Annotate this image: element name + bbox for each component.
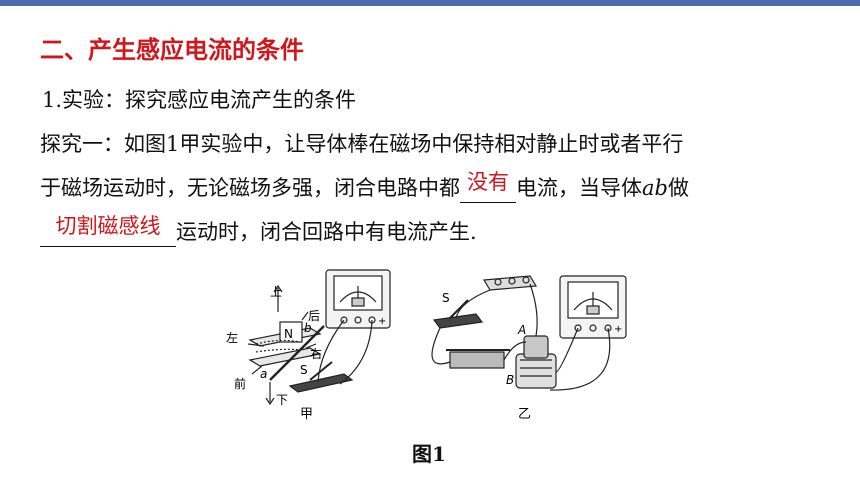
text-segment: 于磁场运动时，无论磁场多强，闭合电路中都: [40, 176, 460, 200]
figure-1-drawing: 上 下 左 右 后 前 N S a b + 甲: [226, 269, 627, 422]
section-heading: 二、产生感应电流的条件: [40, 36, 304, 64]
yi-caption: 乙: [518, 407, 531, 422]
yi-switch-label: S: [442, 291, 450, 305]
yi-plus-label: +: [614, 324, 622, 335]
text-segment: 电流，当导体: [516, 176, 642, 200]
figure-caption: 图1: [412, 442, 446, 466]
fill-blank-2: 切割磁感线: [40, 214, 176, 247]
experiment-title: 1.实验：探究感应电流产生的条件: [42, 88, 357, 112]
figure-jia: [247, 269, 391, 406]
jia-front-label: 前: [234, 376, 246, 391]
yi-coil-b-label: B: [506, 373, 514, 387]
figure-1: 上 下 左 右 后 前 N S a b + 甲: [220, 262, 640, 432]
jia-north-label: N: [284, 327, 293, 341]
jia-caption: 甲: [300, 407, 313, 422]
figure-yi: [431, 275, 627, 391]
paragraph-line-2: 于磁场运动时，无论磁场多强，闭合电路中都没有电流，当导体ab做: [40, 170, 689, 203]
jia-right-label: 右: [310, 346, 322, 361]
jia-down-label: 下: [276, 393, 288, 407]
jia-b-label: b: [304, 321, 312, 335]
yi-coil-a-label: A: [517, 323, 526, 337]
blank-2-answer: 切割磁感线: [55, 214, 161, 238]
text-segment: 运动时，闭合回路中有电流产生.: [176, 220, 477, 244]
jia-a-label: a: [260, 367, 267, 381]
jia-back-label: 后: [308, 309, 320, 323]
jia-south-label: S: [300, 363, 308, 377]
fill-blank-1: 没有: [460, 170, 516, 203]
conductor-label: ab: [642, 176, 668, 200]
text-segment: 做: [667, 176, 689, 200]
jia-plus-label: +: [378, 316, 386, 327]
paragraph-line-3: 切割磁感线运动时，闭合回路中有电流产生.: [40, 214, 477, 247]
paragraph-line-1: 探究一：如图1甲实验中，让导体棒在磁场中保持相对静止时或者平行: [40, 132, 684, 156]
top-accent-bar: [0, 0, 860, 6]
blank-1-answer: 没有: [467, 170, 509, 194]
jia-up-label: 上: [270, 285, 282, 299]
jia-left-label: 左: [226, 330, 238, 345]
